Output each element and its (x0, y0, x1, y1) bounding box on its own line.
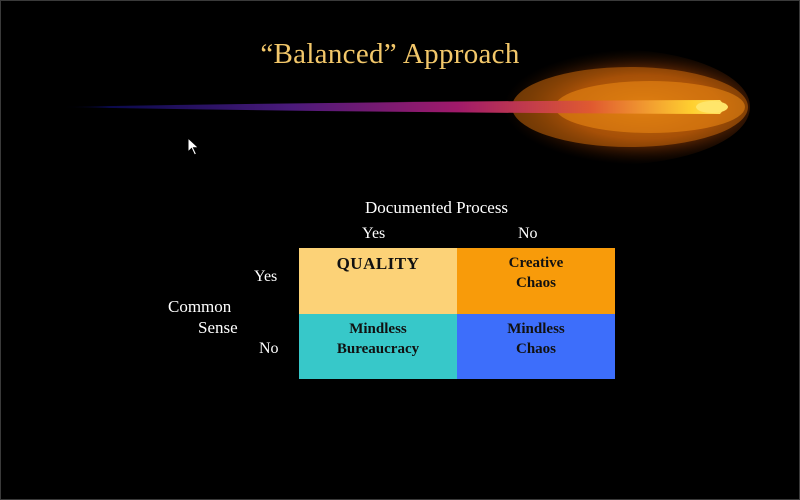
cell-creative-chaos-line2: Chaos (515, 275, 556, 291)
cell-quality-label: QUALITY (336, 254, 420, 273)
balance-matrix: QUALITY Creative Chaos Mindless Bureaucr… (299, 248, 615, 379)
cell-mindless-bureaucracy-line1: Mindless (349, 321, 407, 337)
column-header-documented-process: Documented Process (365, 198, 509, 217)
cell-mindless-bureaucracy-line2: Bureaucracy (336, 341, 420, 357)
cell-mindless-chaos-line2: Chaos (515, 341, 556, 357)
cell-mindless-chaos: Mindless Chaos (457, 314, 615, 379)
slide-title: “Balanced” Approach (260, 38, 520, 70)
cell-mindless-bureaucracy: Mindless Bureaucracy (299, 314, 457, 379)
row-header-sense: Sense (198, 318, 238, 337)
cell-quality: QUALITY (299, 248, 457, 314)
cell-creative-chaos: Creative Chaos (457, 248, 615, 314)
comet-streak-graphic (55, 40, 750, 180)
column-label-yes: Yes (362, 225, 386, 242)
column-label-no: No (518, 225, 538, 242)
cell-creative-chaos-line1: Creative (508, 255, 564, 271)
row-header-common: Common (168, 297, 232, 316)
row-label-yes: Yes (254, 268, 278, 285)
mouse-pointer-icon (187, 137, 200, 156)
cell-mindless-chaos-line1: Mindless (507, 321, 565, 337)
row-label-no: No (259, 340, 279, 357)
